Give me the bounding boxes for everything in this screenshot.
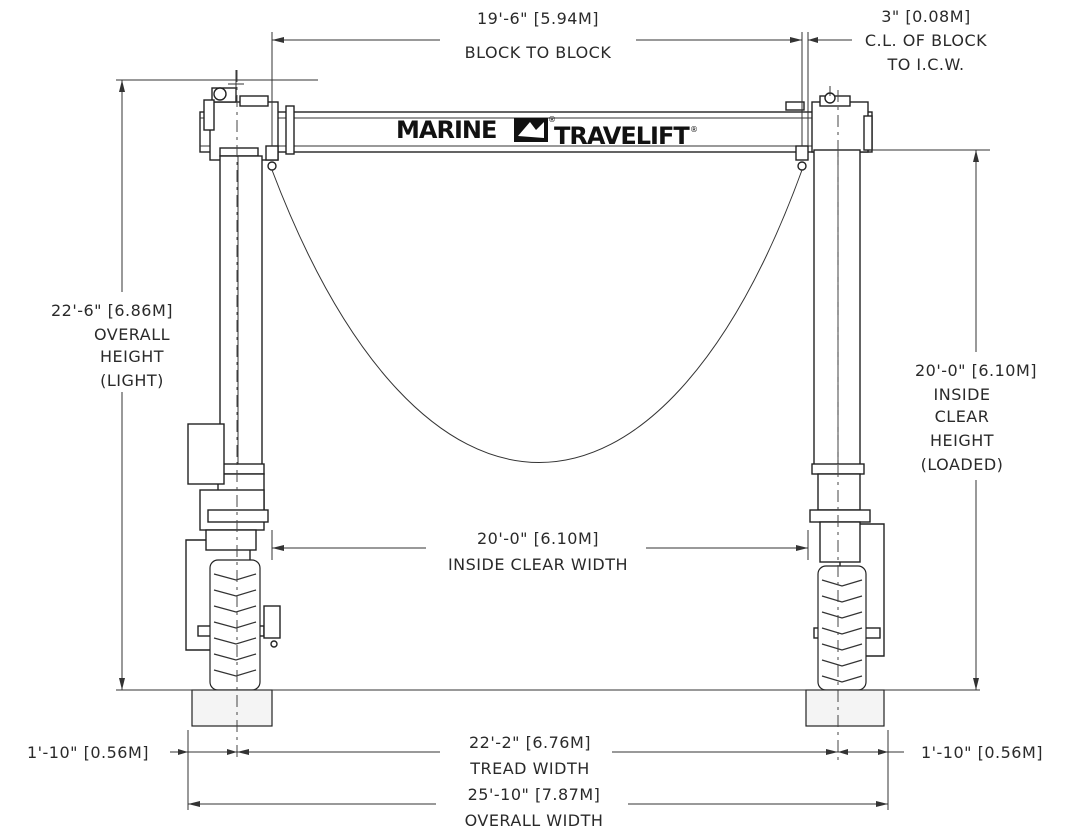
block-to-block-label: BLOCK TO BLOCK	[465, 43, 612, 62]
inside-clear-height-label-1: INSIDE	[934, 385, 991, 404]
inside-clear-width-label: INSIDE CLEAR WIDTH	[448, 555, 628, 574]
right-concrete-pier	[805, 689, 885, 727]
overall-height-label-1: OVERALL	[94, 325, 170, 344]
dim-inside-clear-height: 20'-0" [6.10M] INSIDE CLEAR HEIGHT (LOAD…	[915, 150, 1037, 690]
tread-width-value: 22'-2" [6.76M]	[469, 733, 591, 752]
brand-left-text: MARINE	[396, 116, 496, 144]
overall-width-value: 25'-10" [7.87M]	[468, 785, 601, 804]
brand-registered-mark-1: ®	[548, 115, 556, 124]
dim-overall-height: 22'-6" [6.86M] OVERALL HEIGHT (LIGHT)	[51, 80, 173, 690]
dim-left-offset: 1'-10" [0.56M]	[27, 743, 237, 762]
inside-clear-height-label-4: (LOADED)	[921, 455, 1004, 474]
left-tire	[209, 559, 261, 691]
right-offset-value: 1'-10" [0.56M]	[921, 743, 1043, 762]
left-concrete-pier	[191, 689, 273, 727]
center-lines	[236, 70, 839, 762]
block-to-block-value: 19'-6" [5.94M]	[477, 9, 599, 28]
overall-height-label-2: HEIGHT	[100, 347, 164, 366]
overall-height-value: 22'-6" [6.86M]	[51, 301, 173, 320]
right-tire	[817, 565, 867, 691]
travelift-logo-icon: ®	[514, 115, 556, 142]
tread-width-label: TREAD WIDTH	[469, 759, 590, 778]
dim-right-offset: 1'-10" [0.56M]	[838, 743, 1043, 762]
right-top-machinery	[785, 86, 851, 111]
dim-inside-clear-width: 20'-0" [6.10M] INSIDE CLEAR WIDTH	[272, 529, 808, 574]
block-offset-value: 3" [0.08M]	[881, 7, 971, 26]
overall-width-label: OVERALL WIDTH	[465, 811, 604, 830]
dim-tread-width: 22'-2" [6.76M] TREAD WIDTH	[237, 733, 838, 778]
inside-clear-height-value: 20'-0" [6.10M]	[915, 361, 1037, 380]
inside-clear-height-label-2: CLEAR	[935, 407, 990, 426]
dim-overall-width: 25'-10" [7.87M] OVERALL WIDTH	[188, 785, 888, 830]
block-offset-label-1: C.L. OF BLOCK	[865, 31, 987, 50]
left-offset-value: 1'-10" [0.56M]	[27, 743, 149, 762]
sling-cable	[271, 169, 803, 463]
inside-clear-height-label-3: HEIGHT	[930, 431, 994, 450]
dim-block-offset: 3" [0.08M] C.L. OF BLOCK TO I.C.W.	[790, 7, 987, 74]
brand-right-text: TRAVELIFT	[554, 122, 690, 150]
extension-lines	[116, 32, 990, 810]
overall-height-label-3: (LIGHT)	[100, 371, 164, 390]
marine-travelift-logo: MARINE ® TRAVELIFT ®	[396, 115, 698, 150]
left-top-machinery	[203, 70, 269, 157]
brand-registered-mark-2: ®	[690, 125, 698, 134]
dim-block-to-block: 19'-6" [5.94M] BLOCK TO BLOCK	[272, 9, 802, 62]
block-offset-label-2: TO I.C.W.	[886, 55, 964, 74]
inside-clear-width-value: 20'-0" [6.10M]	[477, 529, 599, 548]
hoist-cable-assembly	[265, 145, 809, 463]
